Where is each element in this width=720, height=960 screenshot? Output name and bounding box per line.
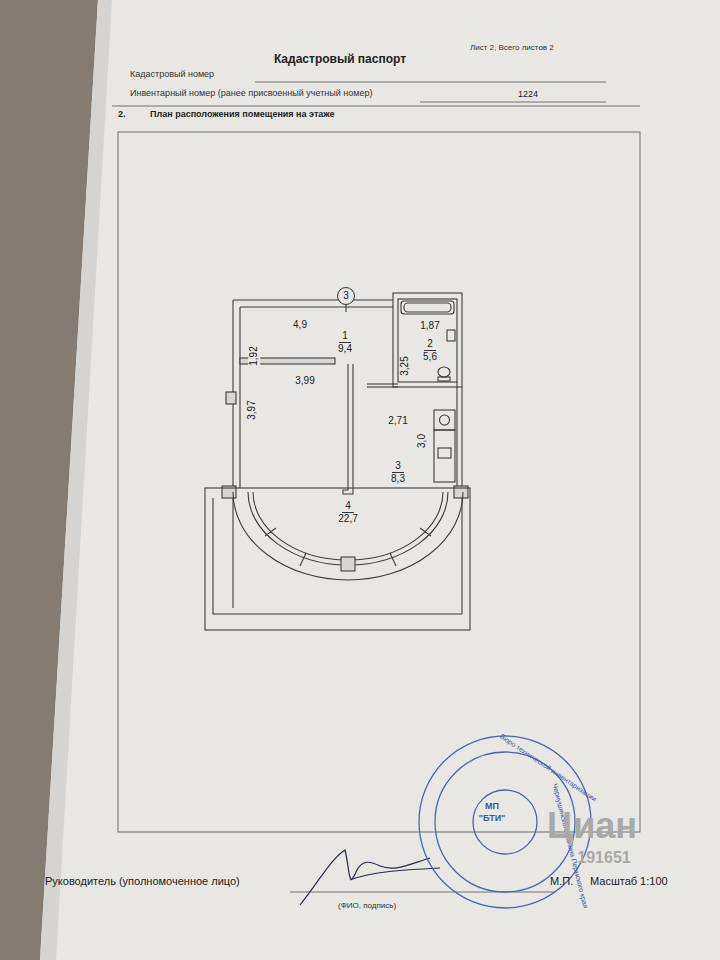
drawing-stroke xyxy=(233,299,393,300)
room-label: 19,4 xyxy=(336,329,354,355)
drawing-stroke xyxy=(398,299,457,382)
field-value: 1224 xyxy=(518,89,538,99)
drawing-stroke xyxy=(341,557,355,571)
drawing-stroke xyxy=(401,301,454,314)
drawing-stroke xyxy=(233,492,463,580)
drawing-stroke xyxy=(438,377,450,381)
drawing-stroke xyxy=(447,330,455,341)
drawing-stroke xyxy=(253,492,443,560)
drawing-stroke xyxy=(420,102,606,103)
room-label: 422,7 xyxy=(336,499,360,525)
dimension-label: 2,71 xyxy=(387,415,408,427)
room-area: 8,3 xyxy=(391,473,405,485)
field-name: Инвентарный номер (ранее присвоенный уче… xyxy=(130,88,372,98)
drawing-stroke xyxy=(205,488,470,630)
room-number: 1 xyxy=(339,330,351,343)
dimension-label: 3,97 xyxy=(246,399,258,420)
room-number: 3 xyxy=(392,460,404,473)
drawing-stroke xyxy=(343,364,353,494)
paper-sheet xyxy=(40,0,720,960)
drawing-stroke xyxy=(345,305,346,312)
drawing-stroke xyxy=(420,528,431,536)
drawing-stroke xyxy=(240,306,393,307)
room-number: 3 xyxy=(343,290,349,302)
drawing-stroke xyxy=(300,553,306,566)
drawing-stroke xyxy=(434,410,455,430)
stamp-text: "БТИ" xyxy=(479,813,506,823)
watermark: 191651 xyxy=(577,849,630,867)
section-number: 2. xyxy=(118,109,126,119)
seal-mark: М.П. xyxy=(550,875,573,888)
room-area: 22,7 xyxy=(338,513,357,525)
drawing-stroke xyxy=(232,300,233,608)
drawing-stroke xyxy=(40,0,720,960)
field-name: Кадастровый номер xyxy=(130,69,214,79)
sheet-number: Лист 2, Всего листов 2 xyxy=(470,43,554,52)
drawing-stroke xyxy=(404,303,451,312)
dimension-label: 3,25 xyxy=(399,355,411,376)
section-title: План расположения помещения на этаже xyxy=(150,109,335,119)
drawing-stroke xyxy=(393,293,462,387)
document-title: Кадастровый паспорт xyxy=(274,53,406,67)
drawing-stroke xyxy=(300,850,440,905)
dimension-label: 4,9 xyxy=(292,319,308,331)
signature xyxy=(300,850,440,905)
drawing-stroke xyxy=(255,82,606,83)
room-area: 5,6 xyxy=(423,351,437,363)
stamp-text: МП xyxy=(485,801,499,811)
drawing-stroke xyxy=(438,367,450,377)
drawing-stroke xyxy=(390,553,396,566)
dimension-label: 3,0 xyxy=(416,433,428,449)
drawing-stroke xyxy=(456,382,457,490)
signatory-role: Руководитель (уполномоченное лицо) xyxy=(45,875,240,888)
drawing-stroke xyxy=(118,132,640,832)
signature-caption: (ФИО, подпись) xyxy=(338,901,396,910)
drawing-stroke xyxy=(226,392,236,404)
drawing-stroke xyxy=(434,430,455,482)
dimension-label: 1,92 xyxy=(248,345,260,366)
axis-marker: 3 xyxy=(337,287,355,305)
drawing-stroke xyxy=(438,448,451,458)
drawing-stroke xyxy=(461,387,462,497)
dimension-label: 1,87 xyxy=(419,320,440,332)
drawing-stroke xyxy=(112,106,640,107)
drawing-stroke xyxy=(367,386,398,387)
dimension-label: 3,99 xyxy=(294,375,315,387)
drawing-stroke xyxy=(265,528,276,536)
drawing-stroke xyxy=(239,307,240,488)
scale-label: Масштаб 1:100 xyxy=(590,875,668,888)
room-label: 38,3 xyxy=(389,459,407,485)
watermark: Циан xyxy=(547,805,637,846)
drawing-stroke xyxy=(440,415,450,425)
room-label: 25,6 xyxy=(421,337,439,363)
drawing-stroke xyxy=(473,790,537,854)
drawing-stroke xyxy=(213,498,462,614)
drawing-stroke xyxy=(248,492,448,565)
form-lines xyxy=(112,82,640,892)
floor-plan-walls xyxy=(205,293,470,630)
drawing-stroke xyxy=(367,383,398,384)
drawing-stroke xyxy=(40,0,112,960)
room-area: 9,4 xyxy=(338,343,352,355)
room-number: 4 xyxy=(342,500,354,513)
room-number: 2 xyxy=(424,338,436,351)
